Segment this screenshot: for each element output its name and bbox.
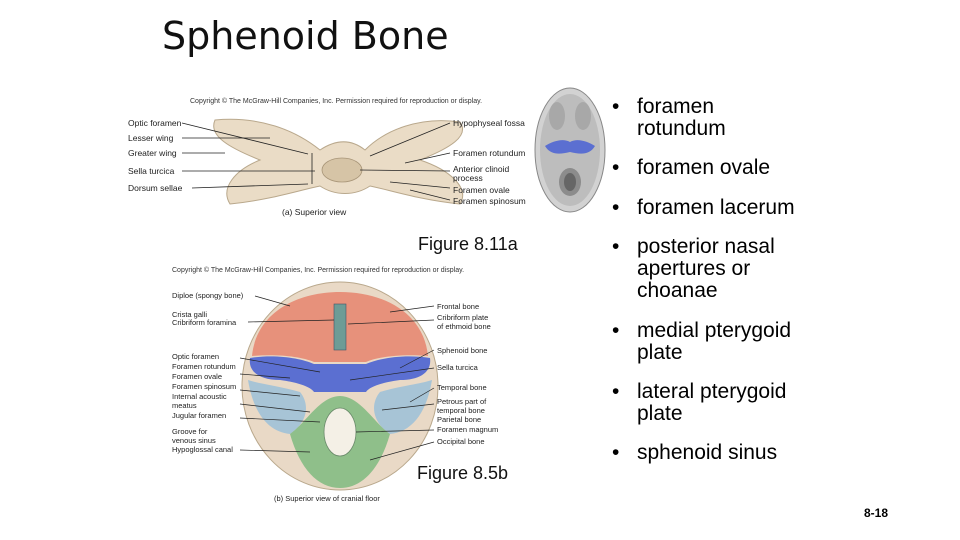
label-crista-galli: Crista galli	[172, 310, 208, 319]
label-venous-sinus: venous sinus	[172, 436, 216, 445]
label-optic-foramen: Optic foramen	[128, 118, 182, 128]
label-greater-wing: Greater wing	[128, 148, 177, 158]
label-anterior-clinoid: Anterior clinoid process	[453, 164, 510, 183]
label-foramen-magnum: Foramen magnum	[437, 425, 499, 434]
figure-b-copyright: Copyright © The McGraw-Hill Companies, I…	[172, 267, 465, 274]
bullet-text: foramen ovale	[637, 156, 771, 179]
label-groove-for: Groove for	[172, 427, 208, 436]
label-lesser-wing: Lesser wing	[128, 133, 174, 143]
label-jugular-foramen: Jugular foramen	[172, 411, 227, 420]
label-temporal-bone-2: temporal bone	[437, 406, 485, 415]
label-foramen-ovale-b: Foramen ovale	[172, 372, 223, 381]
figure-b-caption: (b) Superior view of cranial floor	[274, 494, 380, 503]
label-cribriform-foramina: Cribriform foramina	[172, 318, 237, 327]
bullet-text: medial pterygoid plate	[637, 319, 792, 364]
figure-a-caption: (a) Superior view	[282, 207, 347, 217]
label-sella-turcica-b: Sella turcica	[437, 363, 478, 372]
bullet-text: lateral pterygoid plate	[637, 380, 787, 425]
bullet-dot: •	[612, 319, 620, 342]
label-foramen-rotundum-a: Foramen rotundum	[453, 148, 526, 158]
figure-b-illustration	[239, 281, 439, 491]
label-meatus: meatus	[172, 401, 197, 410]
label-foramen-spinosum-b: Foramen spinosum	[172, 382, 237, 391]
page-number: 8-18	[863, 506, 888, 520]
figure-b-number: Figure 8.5b	[417, 463, 509, 483]
slide-title: Sphenoid Bone	[162, 14, 449, 58]
label-temporal-bone: Temporal bone	[437, 383, 487, 392]
bullet-dot: •	[612, 235, 620, 258]
label-diploe: Diploe (spongy bone)	[172, 291, 244, 300]
bullet-dot: •	[612, 95, 620, 118]
bullet-dot: •	[612, 380, 620, 403]
bullet-dot: •	[612, 156, 620, 179]
bullet-text: sphenoid sinus	[637, 441, 778, 464]
label-hypophyseal-fossa: Hypophyseal fossa	[453, 118, 525, 128]
skull-thumbnail	[534, 87, 606, 213]
figure-a-illustration	[181, 118, 463, 205]
label-hypoglossal-canal: Hypoglossal canal	[172, 445, 233, 454]
label-dorsum-sellae: Dorsum sellae	[128, 183, 183, 193]
label-foramen-ovale-a: Foramen ovale	[453, 185, 510, 195]
bullet-dot: •	[612, 441, 620, 464]
bullet-text: posterior nasal apertures or choanae	[637, 235, 775, 302]
label-cribriform-plate: Cribriform plate	[437, 313, 489, 322]
label-occipital-bone: Occipital bone	[437, 437, 485, 446]
label-sphenoid-bone: Sphenoid bone	[437, 346, 488, 355]
label-petrous-part: Petrous part of	[437, 397, 487, 406]
bullet-text: foramen lacerum	[637, 196, 795, 219]
figure-a-number: Figure 8.11a	[418, 234, 518, 254]
label-foramen-spinosum-a: Foramen spinosum	[453, 196, 526, 206]
bullet-text: foramen rotundum	[637, 95, 726, 140]
label-sella-turcica: Sella turcica	[128, 166, 175, 176]
label-internal-acoustic: Internal acoustic	[172, 392, 227, 401]
label-foramen-rotundum-b: Foramen rotundum	[172, 362, 236, 371]
figure-a-copyright: Copyright © The McGraw-Hill Companies, I…	[190, 98, 483, 105]
label-of-ethmoid-bone: of ethmoid bone	[437, 322, 491, 331]
label-frontal-bone: Frontal bone	[437, 302, 480, 311]
label-optic-foramen-b: Optic foramen	[172, 352, 220, 361]
bullet-dot: •	[612, 196, 620, 219]
label-parietal-bone: Parietal bone	[437, 415, 482, 424]
